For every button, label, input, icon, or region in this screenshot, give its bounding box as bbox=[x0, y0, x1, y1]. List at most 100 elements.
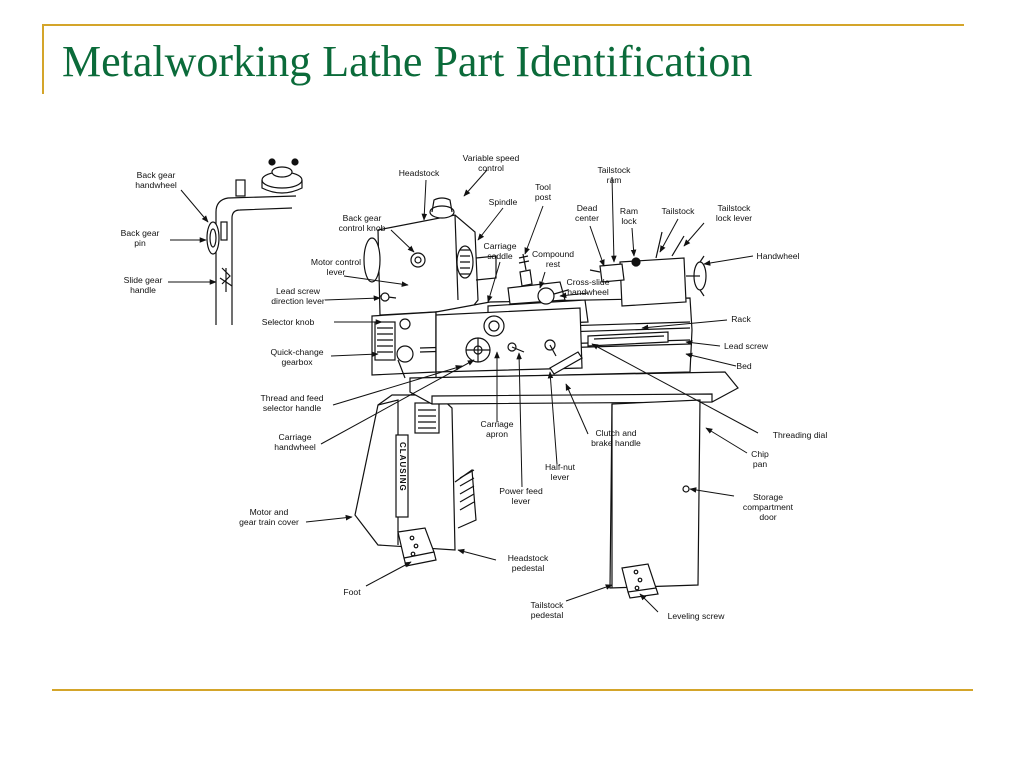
label-line: Power feed bbox=[499, 486, 543, 496]
label-line: ram bbox=[607, 175, 622, 185]
label-line: brake handle bbox=[591, 438, 641, 448]
label-line: Lead screw bbox=[276, 286, 321, 296]
label-line: Dead bbox=[577, 203, 598, 213]
label-line: Clutch and bbox=[595, 428, 636, 438]
label-line: rest bbox=[546, 259, 561, 269]
slide-title: Metalworking Lathe Part Identification bbox=[62, 37, 753, 86]
label-line: Half-nut bbox=[545, 462, 576, 472]
label-tailstock: Tailstock bbox=[662, 206, 696, 216]
label-line: pan bbox=[753, 459, 768, 469]
label-line: lock bbox=[621, 216, 637, 226]
label-line: handle bbox=[130, 285, 156, 295]
label-line: handwheel bbox=[567, 287, 609, 297]
label-line: Back gear bbox=[121, 228, 160, 238]
label-line: apron bbox=[486, 429, 508, 439]
label-line: Rack bbox=[731, 314, 751, 324]
back-gear-inset bbox=[206, 158, 303, 325]
label-line: Motor and bbox=[250, 507, 289, 517]
leader-lines bbox=[168, 169, 759, 613]
label-line: lever bbox=[327, 267, 346, 277]
label-line: pedestal bbox=[531, 610, 564, 620]
label-line: Leveling screw bbox=[668, 611, 726, 621]
label-line: handwheel bbox=[135, 180, 177, 190]
label-line: Tailstock bbox=[531, 600, 565, 610]
label-line: post bbox=[535, 192, 552, 202]
label-line: control knob bbox=[339, 223, 386, 233]
label-line: pedestal bbox=[512, 563, 545, 573]
label-line: Headstock bbox=[399, 168, 440, 178]
top-rule bbox=[42, 24, 964, 26]
label-line: handwheel bbox=[274, 442, 316, 452]
label-line: Selector knob bbox=[262, 317, 315, 327]
label-line: pin bbox=[134, 238, 146, 248]
label-line: Back gear bbox=[137, 170, 176, 180]
label-line: control bbox=[478, 163, 504, 173]
label-line: Tailstock bbox=[718, 203, 752, 213]
label-line: Chip bbox=[751, 449, 769, 459]
label-line: Headstock bbox=[508, 553, 549, 563]
label-line: Ram bbox=[620, 206, 638, 216]
label-line: Tool bbox=[535, 182, 551, 192]
bottom-rule bbox=[52, 689, 973, 691]
label-line: Carriage bbox=[481, 419, 514, 429]
label-foot: Foot bbox=[343, 587, 361, 597]
label-line: door bbox=[759, 512, 776, 522]
label-line: direction lever bbox=[271, 296, 325, 306]
label-line: Tailstock bbox=[662, 206, 696, 216]
label-spindle: Spindle bbox=[489, 197, 518, 207]
label-line: Back gear bbox=[343, 213, 382, 223]
label-rack: Rack bbox=[731, 314, 751, 324]
label-line: Quick-change bbox=[270, 347, 323, 357]
label-line: Compound bbox=[532, 249, 574, 259]
label-line: lock lever bbox=[716, 213, 752, 223]
label-line: Handwheel bbox=[757, 251, 800, 261]
label-line: Spindle bbox=[489, 197, 518, 207]
label-line: saddle bbox=[487, 251, 513, 261]
label-bed: Bed bbox=[736, 361, 752, 371]
left-rule bbox=[42, 24, 44, 94]
label-lead-screw: Lead screw bbox=[724, 341, 769, 351]
label-selector-knob: Selector knob bbox=[262, 317, 315, 327]
lathe-body bbox=[354, 197, 739, 599]
label-line: center bbox=[575, 213, 599, 223]
label-line: lever bbox=[551, 472, 570, 482]
label-headstock: Headstock bbox=[399, 168, 440, 178]
label-line: Tailstock bbox=[598, 165, 632, 175]
label-line: gear train cover bbox=[239, 517, 299, 527]
label-line: Motor control bbox=[311, 257, 361, 267]
label-line: Threading dial bbox=[773, 430, 828, 440]
label-line: gearbox bbox=[281, 357, 313, 367]
label-line: Cross-slide bbox=[567, 277, 610, 287]
nameplate-text: CLAUSING bbox=[398, 442, 407, 492]
label-leveling-screw: Leveling screw bbox=[668, 611, 726, 621]
